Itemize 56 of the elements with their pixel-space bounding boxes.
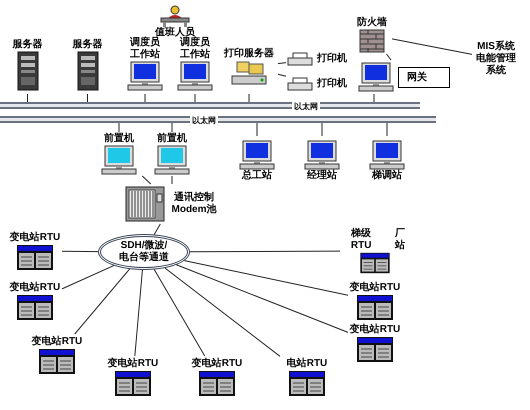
- connector-line: [190, 250, 340, 252]
- device-caption: 值班人员: [155, 27, 195, 38]
- device-caption: 变电站RTU: [10, 282, 60, 294]
- connector-line: [248, 94, 250, 102]
- connector-line: [278, 62, 286, 64]
- bus-label: 以太网: [292, 101, 320, 112]
- device-caption: 变电站RTU: [108, 358, 158, 370]
- device-caption: 变电站RTU: [192, 358, 242, 370]
- connector-line: [176, 264, 348, 333]
- device-caption: 前置机: [104, 133, 134, 145]
- device-caption: 变电站RTU: [32, 336, 82, 348]
- bus-label: 以太网: [190, 115, 218, 126]
- device-caption: 防火墙: [357, 17, 387, 29]
- device-caption: 变电站RTU: [10, 232, 60, 244]
- device-caption: 梯调站: [372, 170, 402, 182]
- device-caption: 经理站: [307, 170, 337, 182]
- ethernet-bus: [0, 102, 420, 109]
- connector-line: [184, 260, 348, 296]
- connector-line: [278, 74, 286, 77]
- device-caption: 服务器: [12, 39, 42, 51]
- device-caption: 调度员工作站: [128, 37, 160, 61]
- connector-line: [194, 94, 196, 102]
- device-caption: SDH/微波/电台等通道: [118, 240, 170, 264]
- connector-line: [134, 270, 143, 356]
- connector-line: [154, 224, 161, 235]
- connector-line: [392, 38, 472, 55]
- ethernet-bus: [0, 116, 436, 123]
- device-caption: 前置机: [157, 133, 187, 145]
- connector-line: [62, 250, 99, 252]
- device-caption: 通讯控制 Modem池: [170, 192, 218, 216]
- connector-line: [144, 94, 146, 102]
- device-caption: 梯级 RTU: [350, 228, 372, 252]
- device-caption: 厂站: [394, 228, 406, 252]
- device-caption: 打印机: [317, 53, 347, 65]
- device-caption: 服务器: [72, 39, 102, 51]
- device-caption: 总工站: [242, 170, 272, 182]
- device-caption: 打印机: [317, 78, 347, 90]
- connector-line: [27, 94, 28, 102]
- connector-line: [118, 122, 120, 132]
- connector-line: [142, 176, 152, 184]
- device-caption: 电站RTU: [286, 358, 328, 370]
- channel-ellipse: [98, 234, 190, 270]
- device-caption: 变电站RTU: [350, 282, 400, 294]
- connector-line: [62, 265, 114, 290]
- connector-line: [164, 268, 280, 357]
- connector-line: [74, 268, 130, 334]
- device-caption: 变电站RTU: [350, 324, 400, 336]
- connector-line: [256, 122, 258, 136]
- device-caption: MIS系统电能管理系统: [475, 41, 517, 77]
- connector-line: [87, 94, 88, 102]
- connector-line: [154, 269, 206, 356]
- connector-line: [386, 54, 392, 60]
- gateway-label: 网关: [398, 66, 450, 88]
- connector-line: [386, 122, 388, 136]
- device-caption: 打印服务器: [224, 48, 274, 60]
- device-caption: 调度员工作站: [180, 37, 211, 61]
